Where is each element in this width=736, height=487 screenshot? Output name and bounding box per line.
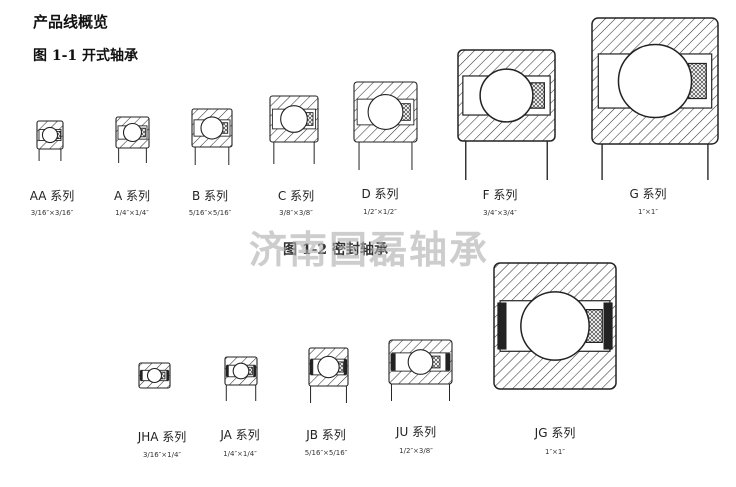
bearing-drawing-d (353, 81, 418, 170)
bearing-ball (317, 355, 340, 379)
series-size-jb: 5/16″×5/16″ (304, 449, 348, 457)
bearing-drawing-jha (138, 362, 171, 389)
series-size-f: 3/4″×3/4″ (483, 209, 517, 217)
seal (253, 365, 257, 377)
series-size-ja: 1/4″×1/4″ (223, 450, 257, 458)
bearing-drawing-jb (308, 347, 349, 403)
figure-2-caption: 图 1-2 密封轴承 (283, 242, 389, 258)
bearing-ball (407, 349, 434, 375)
bearing-ball (280, 105, 308, 133)
series-size-a: 1/4″×1/4″ (115, 209, 149, 217)
bearing-ball (367, 94, 404, 130)
series-name-b: B 系列 (191, 189, 229, 203)
series-name-jg: JG 系列 (534, 426, 576, 440)
watermark: 济南国磊轴承 (248, 228, 489, 272)
seal (497, 302, 507, 350)
bearing-ball (520, 291, 590, 361)
bearing-ball (200, 116, 224, 140)
seal (309, 359, 314, 375)
seal (390, 353, 396, 371)
series-name-ja: JA 系列 (220, 428, 260, 442)
bearing-ball (232, 362, 250, 380)
bearing-drawing-f (457, 49, 556, 180)
seal (139, 370, 143, 381)
series-size-ju: 1/2″×3/8″ (399, 447, 433, 455)
seal (445, 353, 451, 371)
series-size-d: 1/2″×1/2″ (363, 208, 397, 216)
bearing-drawing-jg (493, 262, 617, 390)
series-name-g: G 系列 (629, 187, 667, 201)
bearing-drawing-ja (224, 356, 258, 401)
series-size-g: 1″×1″ (637, 208, 659, 216)
bearing-ball (41, 126, 59, 144)
bearing-ball (617, 43, 693, 119)
series-name-d: D 系列 (361, 187, 399, 201)
seal (166, 370, 170, 381)
seal (343, 359, 348, 375)
series-name-c: C 系列 (277, 189, 315, 203)
series-name-f: F 系列 (482, 188, 518, 202)
bearing-ball (479, 68, 534, 123)
series-name-aa: AA 系列 (29, 189, 75, 203)
seal (603, 302, 613, 350)
series-size-jha: 3/16″×1/4″ (142, 451, 182, 459)
seal (225, 365, 229, 377)
bearing-drawing-aa (36, 120, 64, 161)
series-size-aa: 3/16″×3/16″ (30, 209, 74, 217)
bearing-drawing-ju (388, 339, 453, 401)
figure-1-caption: 图 1-1 开式轴承 (33, 48, 139, 64)
series-name-a: A 系列 (113, 189, 151, 203)
bearing-drawing-a (115, 116, 150, 163)
series-size-b: 5/16″×5/16″ (188, 209, 232, 217)
series-name-jb: JB 系列 (306, 428, 346, 442)
bearing-ball (146, 367, 163, 384)
bearing-drawing-c (269, 95, 319, 164)
bearing-drawing-b (191, 108, 233, 165)
series-size-jg: 1″×1″ (544, 448, 566, 456)
bearing-ball (122, 122, 143, 143)
series-size-c: 3/8″×3/8″ (279, 209, 313, 217)
overview-title: 产品线概览 (33, 13, 109, 31)
bearing-drawing-g (591, 17, 719, 180)
series-name-ju: JU 系列 (395, 425, 437, 439)
series-name-jha: JHA 系列 (137, 430, 187, 444)
